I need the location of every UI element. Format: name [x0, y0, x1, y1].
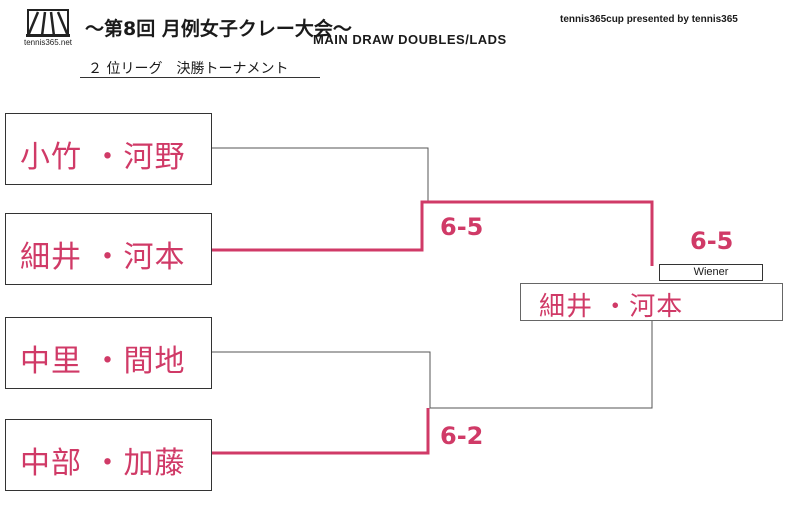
final-score: 6-5: [690, 227, 734, 255]
winner-name: 細井 ・河本: [539, 292, 684, 322]
team-box-4: 中部 ・加藤: [5, 419, 212, 491]
bracket-line-team2: [212, 200, 654, 266]
team-name: 細井 ・河本: [20, 240, 186, 275]
subtitle: ２ 位リーグ 決勝トーナメント: [88, 61, 289, 77]
team-name: 中部 ・加藤: [20, 446, 186, 481]
presented-by-text: tennis365cup presented by tennis365: [560, 14, 738, 25]
team-box-2: 細井 ・河本: [5, 213, 212, 285]
team-name: 小竹 ・河野: [20, 140, 186, 175]
event-title: ～第8回 月例女子クレー大会～: [85, 18, 352, 40]
logo-text: tennis365.net: [23, 38, 73, 47]
winner-label: Wiener: [659, 264, 763, 281]
bracket-line-team1: [212, 147, 429, 202]
subtitle-underline: [80, 77, 320, 78]
team-box-3: 中里 ・間地: [5, 317, 212, 389]
team-name: 中里 ・間地: [20, 344, 186, 379]
semifinal-score-top: 6-5: [440, 213, 484, 241]
draw-title: MAIN DRAW DOUBLES/LADS: [313, 32, 507, 47]
tennis365-logo-icon: [26, 9, 70, 37]
team-box-1: 小竹 ・河野: [5, 113, 212, 185]
semifinal-score-bottom: 6-2: [440, 422, 484, 450]
winner-box: 細井 ・河本: [520, 283, 783, 322]
bracket-line-team3: [212, 321, 653, 409]
bracket-line-team4: [212, 408, 430, 455]
